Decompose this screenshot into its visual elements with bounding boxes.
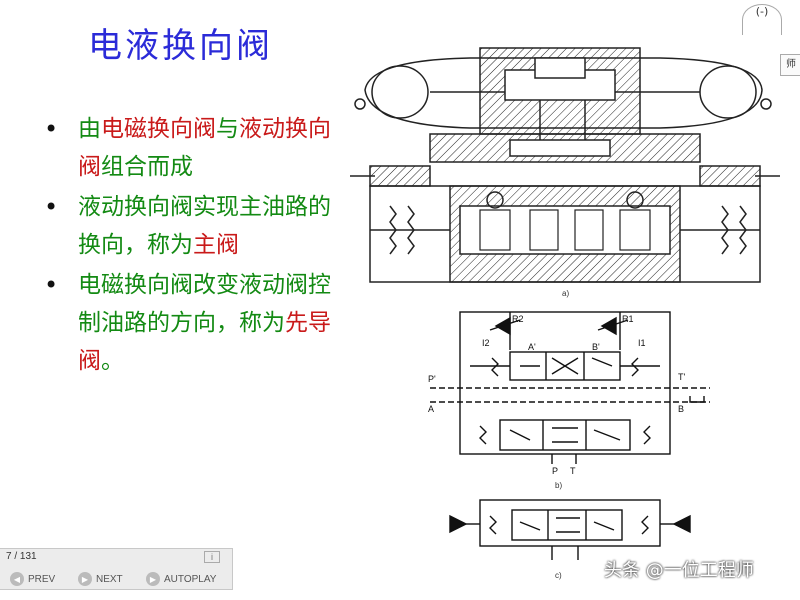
label-r1: R1 (622, 314, 634, 324)
caption-c: c) (555, 571, 562, 580)
bullet-item: • 电磁换向阀改变液动阀控制油路的方向，称为先导阀。 (44, 266, 344, 380)
label-i1: I1 (638, 338, 646, 348)
label-t: T (570, 466, 576, 476)
next-button[interactable]: ▶ NEXT (78, 571, 123, 587)
slide-title: 电液换向阀 (88, 26, 273, 66)
prev-icon: ◀ (10, 572, 24, 586)
corner-tab: 师 (780, 54, 800, 76)
autoplay-icon: ▶ (146, 572, 160, 586)
slide-player-bar: 7 / 131 i ◀ PREV ▶ NEXT ▶ AUTOPLAY (0, 548, 233, 590)
label-t-prime: T' (678, 372, 685, 382)
bullet-text: 液动换向阀 (78, 116, 331, 180)
label-r2: R2 (512, 314, 524, 324)
caption-b: b) (555, 481, 562, 490)
valve-diagram: a) (350, 47, 780, 580)
info-icon[interactable]: i (204, 551, 220, 563)
bullet-text: 组合而成 (101, 154, 193, 180)
bullet-dot: • (44, 115, 59, 143)
prev-label: PREV (28, 573, 56, 585)
label-i2: I2 (482, 338, 490, 348)
bullet-dot: • (44, 271, 59, 299)
bullet-item: • 液动换向阀实现主油路的换向，称为主阀 (44, 188, 344, 264)
bullet-text: 电磁换向阀 (101, 116, 216, 142)
caption-a: a) (562, 289, 569, 298)
bullet-text: 液动换向阀实现主油路的换向，称为 (78, 194, 331, 258)
label-a: A (428, 404, 434, 414)
bullet-text: 先导阀 (78, 310, 331, 374)
section-drawing (350, 47, 780, 283)
circuit-b (430, 311, 710, 464)
label-p: P (552, 466, 558, 476)
bullet-text: 。 (101, 348, 124, 374)
symbol-c (449, 499, 691, 560)
bullet-text: 由 (78, 116, 101, 142)
label-b-prime: B' (592, 342, 600, 352)
bullet-item: • 由电磁换向阀与液动换向阀组合而成 (44, 110, 344, 186)
bullet-dot: • (44, 193, 59, 221)
autoplay-label: AUTOPLAY (164, 573, 217, 585)
label-a-prime: A' (528, 342, 536, 352)
circuit-b-labels: R2 R1 I2 I1 A' B' P' T' A B P T (428, 314, 685, 476)
slide-count: 7 / 131 (6, 551, 37, 562)
autoplay-button[interactable]: ▶ AUTOPLAY (146, 571, 216, 587)
watermark: 头条 @一位工程师 (604, 560, 754, 581)
bullet-text: 电磁换向阀改变液动阀控制油路的方向，称为 (78, 272, 331, 336)
prev-button[interactable]: ◀ PREV (10, 571, 55, 587)
bullet-text: 与 (216, 116, 239, 142)
next-label: NEXT (96, 573, 123, 585)
label-b: B (678, 404, 684, 414)
next-icon: ▶ (78, 572, 92, 586)
corner-mark: (-) (742, 4, 782, 35)
label-p-prime: P' (428, 374, 436, 384)
bullet-text: 主阀 (193, 232, 239, 258)
bullet-list: • 由电磁换向阀与液动换向阀组合而成 • 液动换向阀实现主油路的换向，称为主阀 • 电磁换… (44, 110, 344, 382)
